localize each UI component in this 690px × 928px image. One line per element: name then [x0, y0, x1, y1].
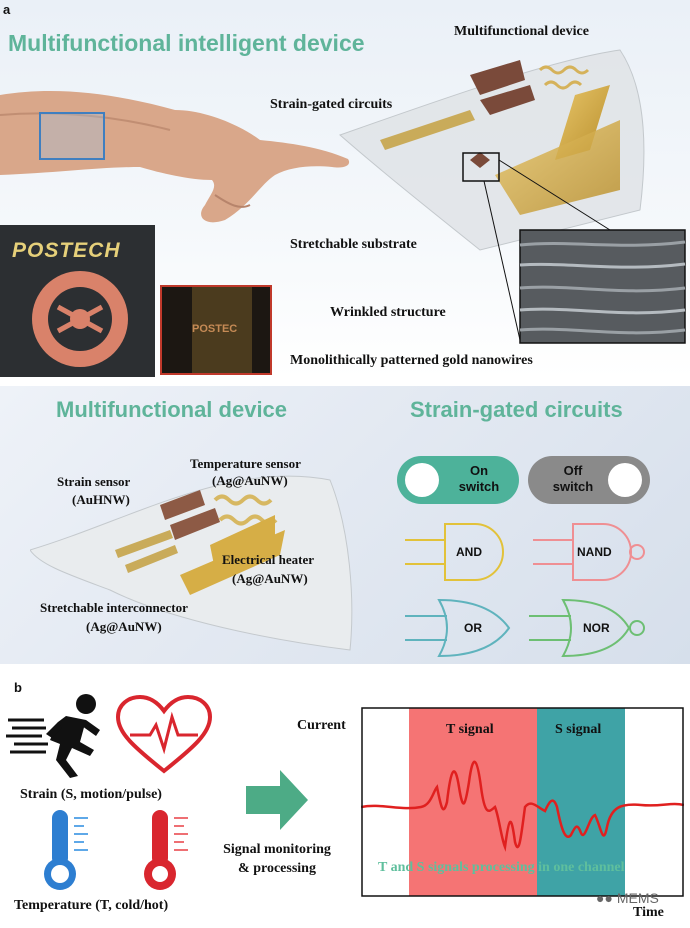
- callout-multifunctional-device: Multifunctional device: [454, 24, 589, 39]
- arm-illustration: [0, 90, 350, 223]
- signal-monitoring-label: Signal monitoring: [223, 842, 331, 857]
- t-signal-label: T signal: [446, 722, 494, 737]
- postech-logo-text: POSTECH: [12, 239, 121, 262]
- mems-watermark: ●● MEMS: [596, 890, 659, 906]
- current-axis-label: Current: [297, 718, 346, 733]
- processing-label: & processing: [238, 861, 316, 876]
- panel-a-title: Multifunctional intelligent device: [8, 30, 365, 56]
- on-switch-toggle: On switch: [397, 456, 519, 504]
- logic-gates: [405, 523, 645, 658]
- off-switch-knob: [608, 463, 642, 497]
- current-trace: [361, 760, 684, 852]
- processing-arrow-icon: [246, 770, 308, 830]
- temperature-label: Temperature (T, cold/hot): [14, 898, 169, 913]
- device-illustration: [30, 475, 353, 651]
- signal-chart-frame: [361, 707, 684, 897]
- off-switch-toggle: Off switch: [528, 456, 650, 504]
- wrist-device-patch: [39, 112, 105, 160]
- on-switch-label-line1: On: [469, 463, 489, 478]
- postech-logo-photo: POSTECH: [0, 225, 155, 377]
- cold-thermometer-icon: [44, 810, 88, 890]
- hot-thermometer-icon: [144, 810, 188, 890]
- or-gate-label: OR: [464, 621, 482, 635]
- flexible-device-illustration: [339, 49, 686, 344]
- time-axis-label: Time: [633, 905, 664, 920]
- label-electrical-heater: Electrical heater: [222, 552, 315, 567]
- callout-strain-gated-circuits: Strain-gated circuits: [270, 97, 393, 112]
- label-electrical-heater-material: (Ag@AuNW): [232, 571, 308, 586]
- label-strain-sensor: Strain sensor: [57, 474, 131, 489]
- watermark-icon: ●●: [596, 890, 613, 906]
- microscope-inset: POSTEC: [160, 285, 272, 375]
- watermark-text: MEMS: [616, 890, 659, 906]
- and-gate: [405, 523, 504, 581]
- or-gate: [405, 598, 511, 658]
- microscope-postec-text: POSTEC: [192, 323, 238, 335]
- signal-chart: [361, 707, 684, 897]
- circuits-section-title: Strain-gated circuits: [410, 397, 623, 422]
- t-signal-band: [409, 708, 537, 896]
- off-switch-label-line1: Off: [563, 463, 583, 478]
- callout-gold-nanowires: Monolithically patterned gold nanowires: [290, 353, 533, 368]
- university-seal: [32, 271, 128, 367]
- zoom-region-box: [462, 152, 500, 182]
- strain-label: Strain (S, motion/pulse): [20, 787, 162, 802]
- callout-stretchable-substrate: Stretchable substrate: [290, 237, 417, 252]
- on-switch-knob: [405, 463, 439, 497]
- label-temperature-sensor: Temperature sensor: [190, 456, 301, 471]
- nor-gate: [529, 598, 645, 658]
- label-stretchable-interconnector-material: (Ag@AuNW): [86, 619, 162, 634]
- single-channel-label: T and S signals processing in one channe…: [378, 860, 625, 875]
- panel-a-label: a: [3, 2, 11, 17]
- off-switch-label-line2: switch: [552, 479, 594, 494]
- s-signal-label: S signal: [555, 722, 602, 737]
- panel-b-label: b: [14, 680, 22, 695]
- device-section-title: Multifunctional device: [56, 397, 288, 422]
- callout-wrinkled-structure: Wrinkled structure: [330, 305, 446, 320]
- heart-pulse-icon: [115, 695, 213, 774]
- nand-gate-label: NAND: [577, 545, 612, 559]
- nand-gate: [533, 523, 645, 581]
- label-stretchable-interconnector: Stretchable interconnector: [40, 600, 188, 615]
- label-strain-sensor-material: (AuHNW): [72, 492, 130, 507]
- and-gate-label: AND: [456, 545, 482, 559]
- on-switch-label-line2: switch: [458, 479, 500, 494]
- running-person-icon: [6, 694, 100, 778]
- label-temperature-sensor-material: (Ag@AuNW): [212, 473, 288, 488]
- nor-gate-label: NOR: [583, 621, 610, 635]
